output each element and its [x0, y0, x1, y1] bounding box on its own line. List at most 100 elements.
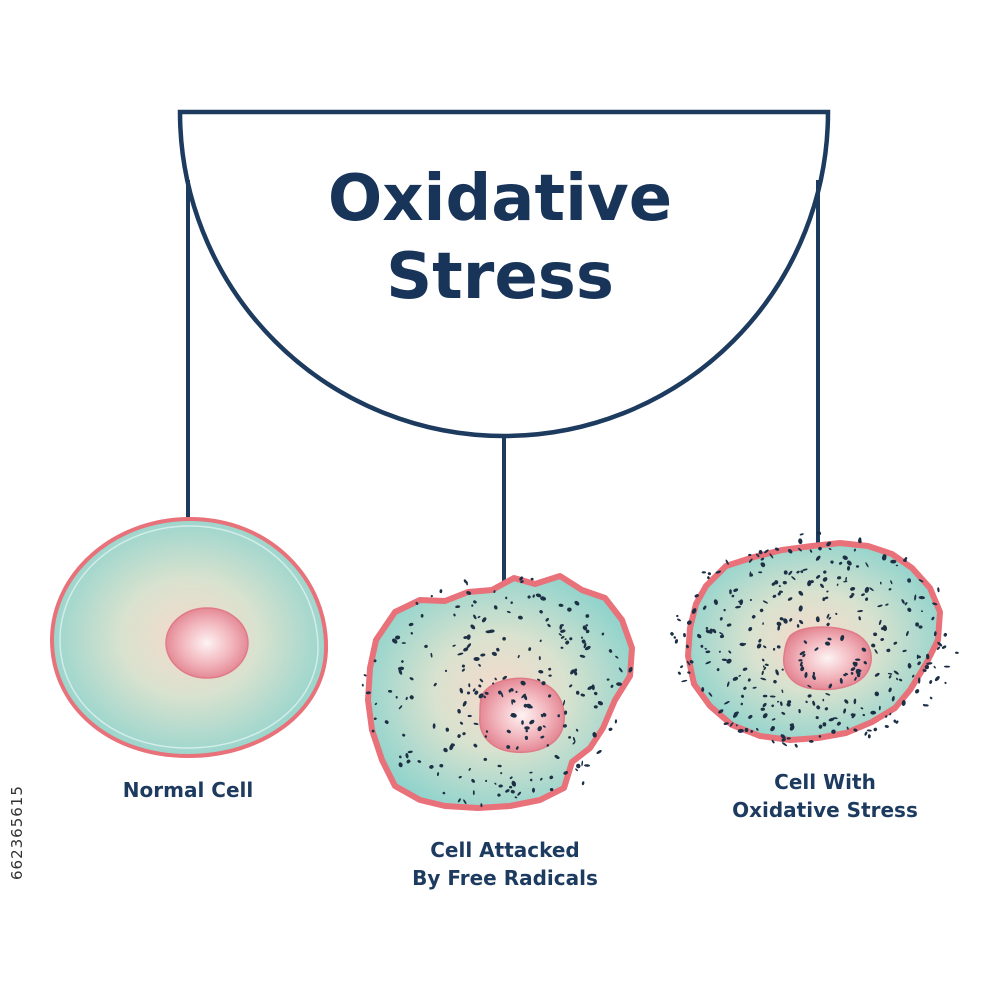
- stressed-radical-dot: [814, 647, 819, 651]
- stressed-radical-dot: [787, 597, 793, 601]
- attacked-radical-dot: [474, 690, 479, 695]
- attacked-radical-dot: [568, 736, 572, 739]
- stressed-radical-dot: [822, 577, 828, 582]
- stressed-radical-dot: [732, 712, 738, 718]
- stressed-radical-dot: [822, 722, 827, 727]
- stressed-radical-dot: [909, 664, 912, 668]
- attacked-radical-dot: [439, 763, 444, 768]
- stressed-radical-dot: [719, 634, 725, 639]
- stressed-radical-dot: [731, 594, 735, 598]
- attacked-radical-dot: [567, 607, 572, 612]
- stressed-radical-dot: [843, 580, 848, 583]
- attacked-radical-dot: [452, 644, 456, 647]
- stressed-radical-dot: [764, 663, 769, 666]
- attacked-radical-dot: [574, 600, 580, 606]
- attacked-radical-dot: [429, 764, 434, 769]
- stressed-radical-dot: [677, 618, 681, 622]
- attacked-radical-dot: [564, 638, 567, 641]
- stressed-radical-dot: [673, 636, 677, 639]
- stressed-radical-dot: [824, 707, 829, 711]
- attacked-radical-dot: [406, 759, 411, 764]
- attacked-radical-dot: [433, 682, 437, 687]
- attacked-radical-dot: [616, 682, 623, 686]
- attacked-radical-dot: [573, 668, 578, 673]
- attacked-radical-dot: [430, 652, 433, 658]
- stressed-radical-dot: [807, 684, 812, 688]
- stressed-radical-dot: [799, 661, 803, 667]
- stressed-radical-dot: [798, 538, 803, 545]
- attacked-radical-dot: [494, 677, 497, 681]
- stressed-radical-dot: [907, 607, 912, 612]
- stock-id: 662365615: [8, 785, 26, 880]
- stressed-radical-dot: [737, 728, 744, 733]
- stressed-radical-dot: [824, 641, 831, 646]
- attacked-radical-dot: [439, 589, 443, 594]
- stressed-radical-dot: [704, 647, 707, 650]
- stressed-radical-dot: [738, 674, 742, 677]
- stressed-radical-dot: [705, 661, 712, 665]
- stressed-radical-dot: [915, 622, 920, 627]
- stressed-radical-dot: [880, 638, 885, 641]
- stressed-radical-dot: [816, 575, 821, 579]
- stressed-radical-dot: [774, 547, 780, 551]
- stressed-radical-dot: [828, 616, 832, 620]
- stressed-radical-dot: [800, 570, 804, 574]
- attacked-radical-dot: [538, 656, 541, 661]
- normal-cell: [49, 516, 329, 759]
- stressed-radical-dot: [902, 649, 907, 653]
- stressed-radical-dot: [769, 553, 774, 559]
- stressed-radical-dot: [937, 587, 940, 593]
- stressed-radical-dot: [862, 713, 866, 717]
- stressed-radical-dot: [818, 735, 822, 738]
- stressed-radical-dot: [885, 715, 888, 718]
- attacked-radical-dot: [471, 604, 474, 607]
- stressed-radical-dot: [855, 658, 861, 661]
- attacked-radical-dot: [560, 635, 565, 639]
- attacked-radical-dot: [529, 771, 533, 774]
- stressed-radical-dot: [707, 576, 710, 580]
- stressed-radical-dot: [944, 681, 947, 684]
- attacked-radical-dot: [512, 699, 516, 703]
- stressed-radical-dot: [890, 559, 897, 564]
- stressed-radical-dot: [955, 651, 959, 654]
- stressed-radical-dot: [831, 729, 836, 734]
- attacked-radical-dot: [560, 646, 564, 649]
- stressed-radical-dot: [723, 722, 729, 725]
- stressed-radical-dot: [877, 604, 883, 608]
- attacked-radical-dot: [592, 732, 597, 738]
- stressed-radical-dot: [799, 533, 804, 536]
- attacked-radical-dot: [498, 784, 503, 788]
- stressed-radical-dot: [846, 726, 849, 730]
- stressed-radical-dot: [787, 548, 793, 554]
- attacked-radical-dot: [585, 629, 590, 634]
- stressed-radical-dot: [749, 573, 754, 577]
- stressed-radical-dot: [871, 643, 876, 648]
- attacked-radical-dot: [527, 595, 531, 599]
- stressed-radical-dot: [809, 549, 813, 553]
- stressed-radical-dot: [903, 558, 907, 562]
- attacked-radical-dot: [509, 785, 513, 789]
- stressed-radical-dot: [901, 599, 905, 604]
- attacked-radical-dot: [371, 729, 375, 733]
- stressed-radical-dot: [726, 681, 730, 687]
- stressed-radical-dot: [783, 618, 788, 624]
- attacked-radical-dot: [500, 772, 503, 775]
- stressed-radical-dot: [726, 623, 732, 627]
- attacked-radical-dot: [608, 727, 613, 731]
- stressed-radical-dot: [759, 608, 764, 613]
- attacked-radical-dot: [373, 659, 377, 663]
- attacked-radical-dot: [517, 654, 520, 659]
- attacked-radical-dot: [478, 693, 484, 699]
- stressed-radical-dot: [677, 671, 681, 675]
- stressed-radical-dot: [718, 709, 724, 714]
- attacked-radical-dot: [463, 636, 468, 639]
- stressed-radical-dot: [861, 593, 865, 597]
- stressed-radical-dot: [748, 714, 753, 719]
- stressed-cell-label: Cell With Oxidative Stress: [732, 770, 918, 822]
- attacked-radical-dot: [480, 653, 486, 657]
- stressed-radical-dot: [708, 692, 713, 697]
- stressed-radical-dot: [853, 698, 857, 705]
- stressed-radical-dot: [740, 694, 745, 698]
- title-line-2: Stress: [386, 240, 614, 314]
- stressed-radical-dot: [918, 579, 924, 583]
